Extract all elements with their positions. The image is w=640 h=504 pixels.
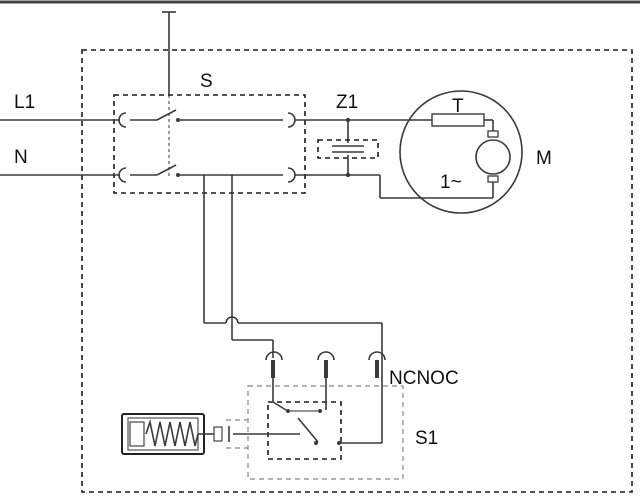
s1-changeover-contact [272,378,341,445]
switch-s-housing [113,94,306,194]
label-n: N [14,147,28,168]
appliance-enclosure-outline [81,49,633,493]
label-z1: Z1 [336,92,358,113]
motor-armature [475,139,511,175]
line-l1-conductor [0,109,432,128]
switch-to-s1-wiring [203,175,383,444]
motor-m [399,90,523,214]
label-ncnoc: NCNOC [389,368,459,389]
label-s: S [200,71,213,92]
actuator-spring [145,418,199,447]
switch-contact-l1 [156,109,177,121]
s1-plunger-actuator [121,413,300,455]
s1-housing-inner [267,401,342,460]
label-t: T [452,96,464,117]
switch-contact-n [156,164,177,176]
s1-housing-outer [247,385,404,480]
label-s1: S1 [415,428,438,449]
neutral-conductor [0,164,494,199]
suppressor-z1 [317,117,379,178]
label-m: M [536,148,552,169]
label-phase: 1~ [440,172,462,193]
s1-terminals [265,351,386,378]
label-l1: L1 [14,92,35,113]
